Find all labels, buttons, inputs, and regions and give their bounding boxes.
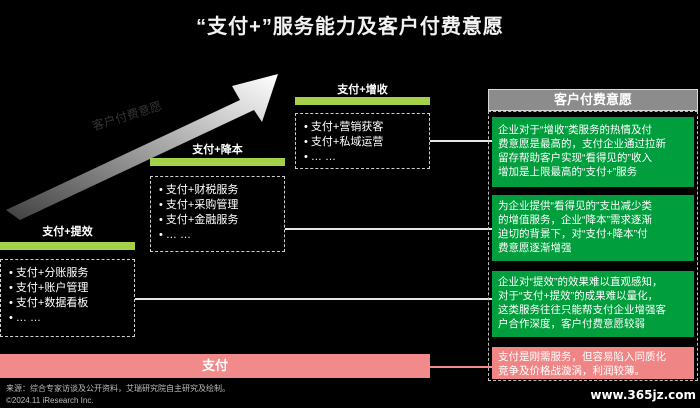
list-item: • 支付+采购管理 [159, 199, 239, 211]
list-item: • 支付+营销获客 [304, 121, 384, 133]
willingness-box-increase: 企业对于“增收”类服务的热情及付 费意愿是最高的，支付企业通过拉新 留存帮助客户… [492, 117, 694, 187]
column-box-increase: • 支付+营销获客 • 支付+私域运营 • … … [295, 113, 430, 169]
willingness-frame [488, 111, 698, 381]
list-item: • 支付+数据看板 [9, 297, 89, 309]
column-head-efficiency: 支付+提效 [42, 226, 93, 238]
copyright: ©2024.11 iResearch Inc. [6, 396, 94, 405]
willingness-box-efficiency: 企业对“提效”的效果难以直观感知， 对于“支付+提效”的成果难以量化， 这类服务… [492, 271, 694, 337]
list-item: • 支付+私域运营 [304, 136, 384, 148]
list-item: • … … [9, 312, 41, 324]
column-bar-cost [150, 158, 285, 166]
column-bar-efficiency [0, 242, 135, 250]
willingness-header: 客户付费意愿 [488, 89, 698, 111]
column-box-cost: • 支付+财税服务 • 支付+采购管理 • 支付+金融服务 • … … [150, 176, 285, 252]
source-note: 来源：综合专家访谈及公开资料，艾瑞研究院自主研究及绘制。 [6, 384, 230, 393]
willingness-arrow [6, 74, 278, 220]
connector-line [285, 228, 492, 230]
list-item: • … … [304, 151, 336, 163]
list-item: • 支付+账户管理 [9, 282, 89, 294]
column-head-increase: 支付+增收 [337, 84, 388, 96]
connector-line [135, 298, 492, 300]
willingness-box-cost: 为企业提供“看得见的”支出减少类 的增值服务，企业“降本”需求逐渐 迫切的背景下… [492, 195, 694, 261]
list-item: • … … [159, 229, 191, 241]
page-title: “支付+”服务能力及客户付费意愿 [196, 16, 504, 38]
column-box-efficiency: • 支付+分账服务 • 支付+账户管理 • 支付+数据看板 • … … [0, 259, 135, 337]
payment-bar: 支付 [0, 354, 430, 378]
list-item: • 支付+财税服务 [159, 184, 239, 196]
watermark: www.365jz.com [590, 388, 696, 402]
connector-line [430, 140, 492, 142]
column-head-cost: 支付+降本 [192, 144, 243, 156]
list-item: • 支付+金融服务 [159, 214, 239, 226]
column-bar-increase [295, 97, 430, 105]
connector-line [430, 366, 492, 368]
willingness-box-payment: 支付是刚需服务，但容易陷入同质化 竞争及价格战漩涡，利润较薄。 [492, 347, 694, 379]
list-item: • 支付+分账服务 [9, 267, 89, 279]
